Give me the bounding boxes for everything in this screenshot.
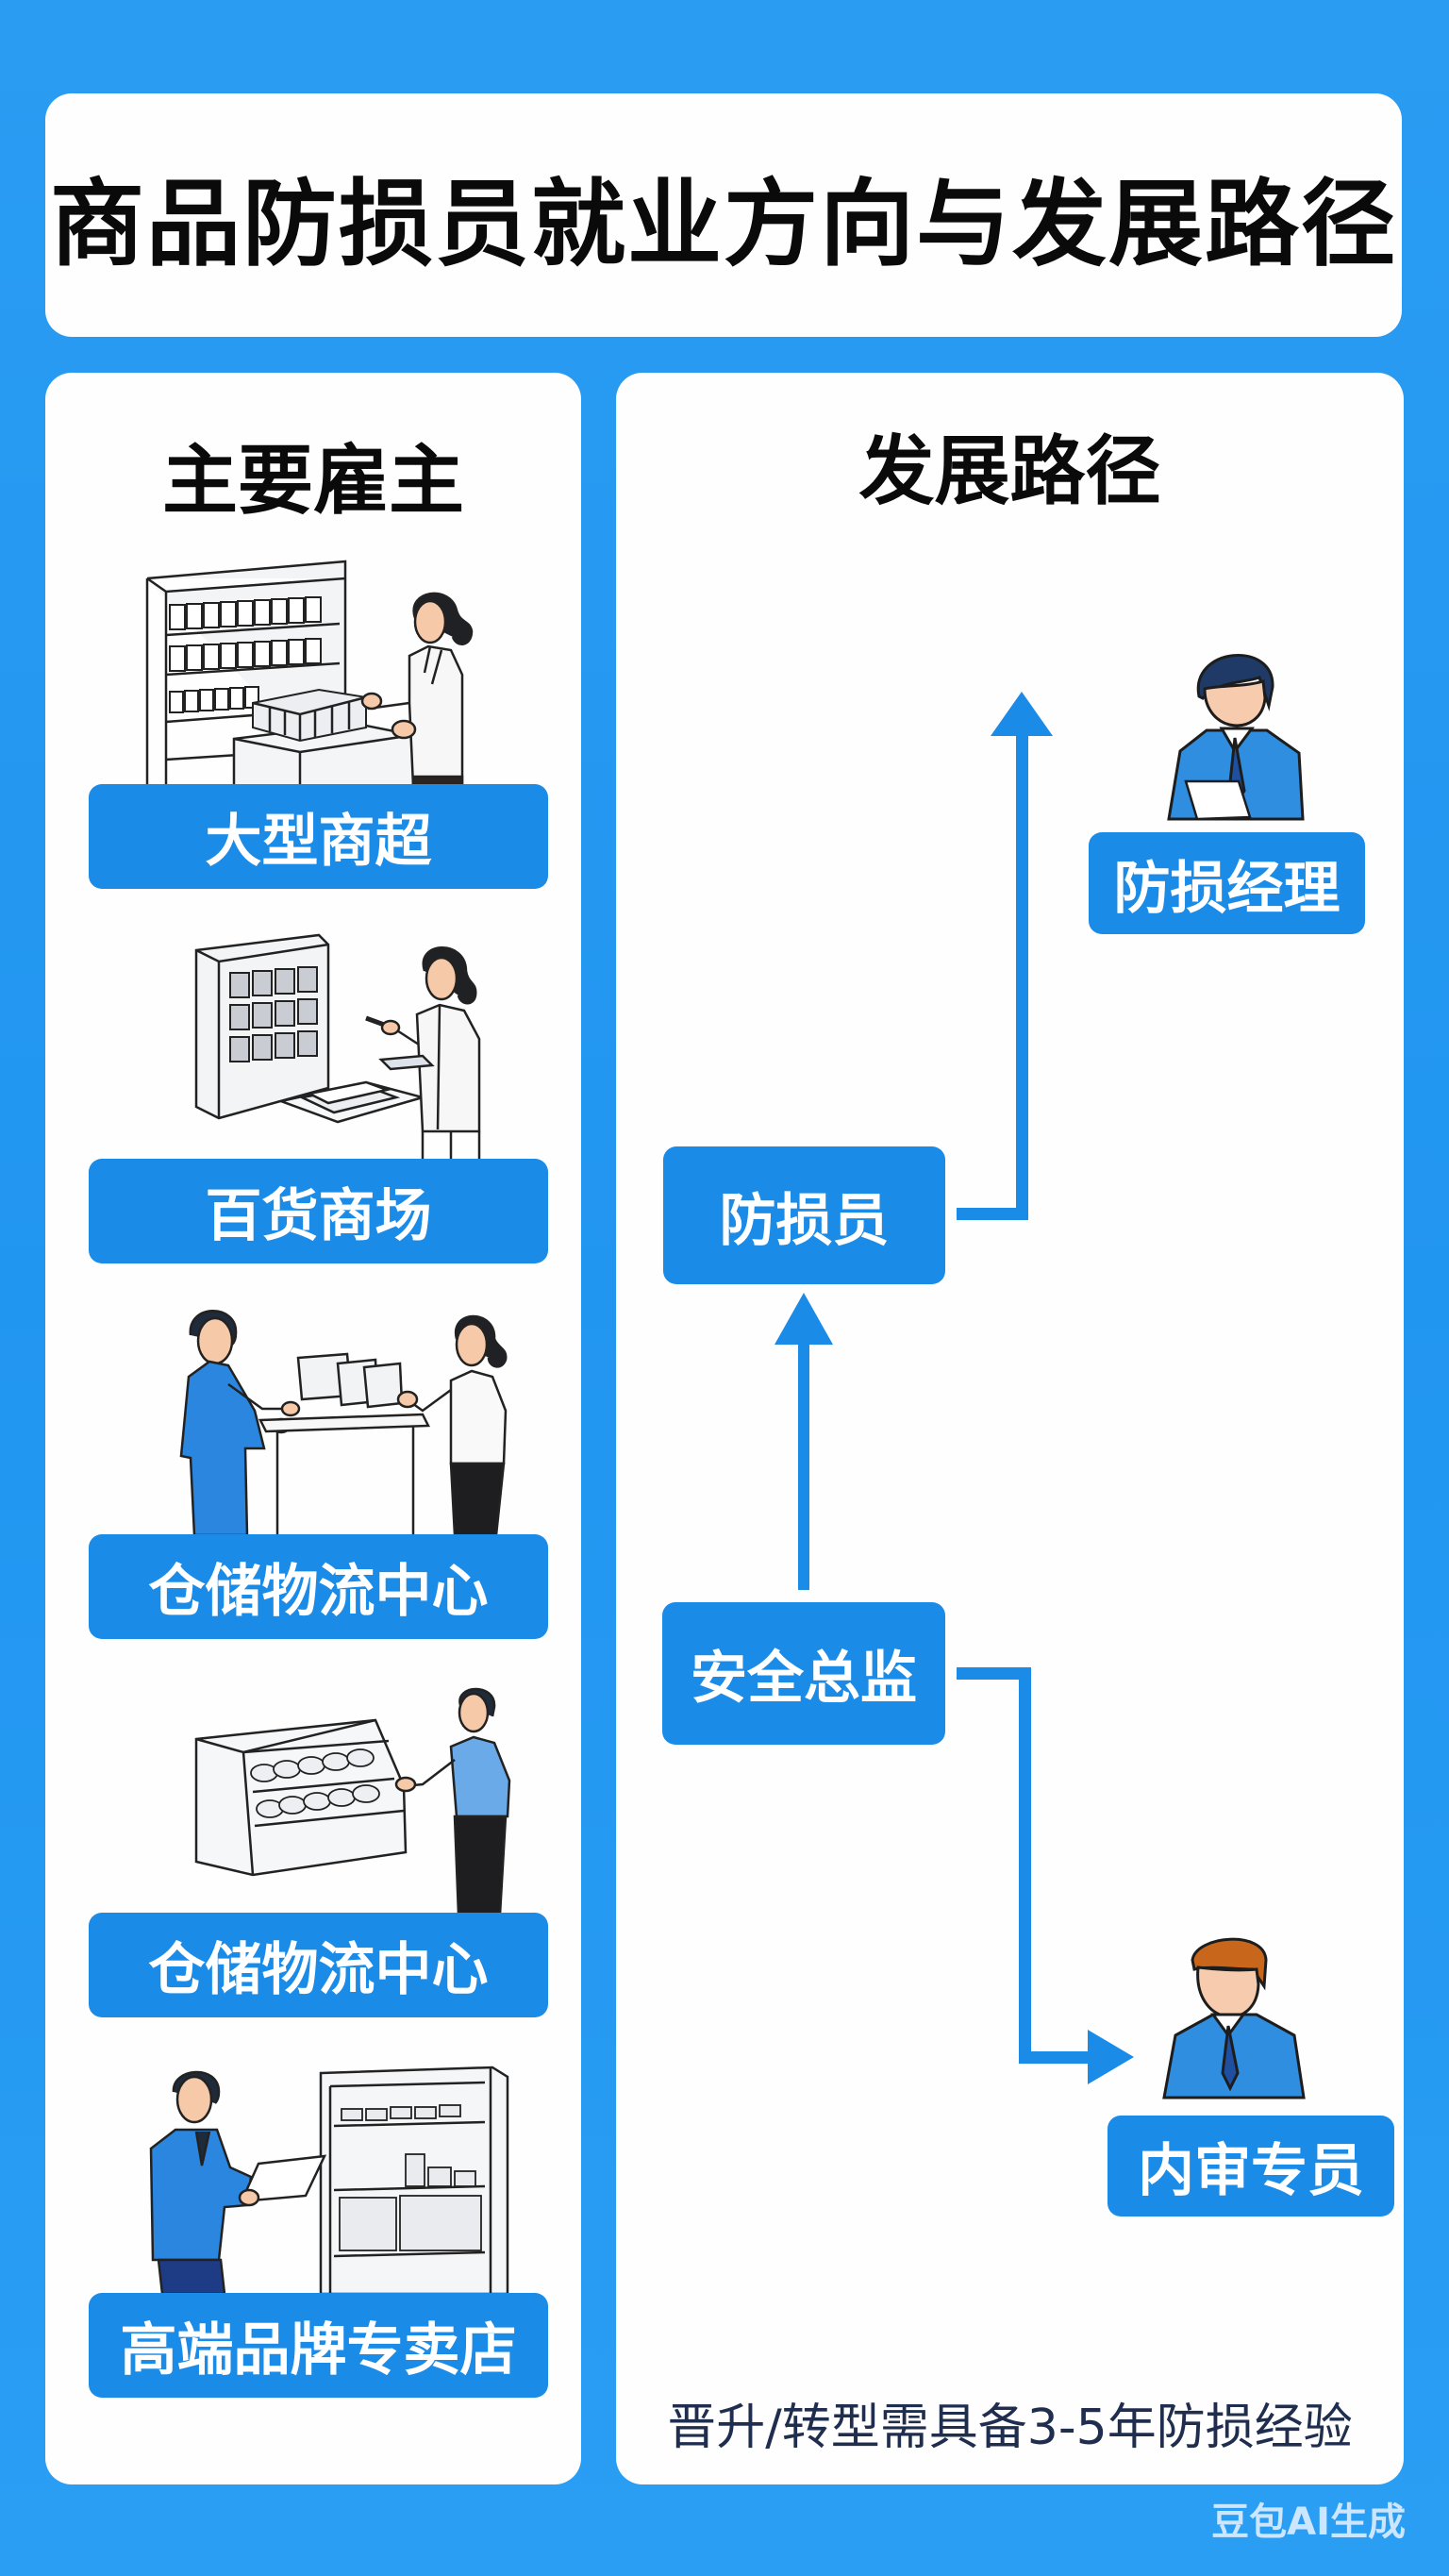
promotion-requirement-note: 晋升/转型需具备3-5年防损经验 bbox=[667, 2400, 1353, 2456]
title-card: 商品防损员就业方向与发展路径 bbox=[45, 93, 1402, 337]
career-path-arrows bbox=[774, 692, 1134, 2084]
employer-label-department-store: 百货商场 bbox=[89, 1159, 548, 1263]
career-node-manager: 防损经理 bbox=[1089, 832, 1365, 934]
employers-panel: 主要雇主 大型商超 bbox=[45, 373, 581, 2484]
connector-director-to-auditor-bottom bbox=[1019, 2051, 1094, 2064]
career-node-officer: 防损员 bbox=[663, 1146, 945, 1284]
warehouse-handover-icon bbox=[140, 1297, 545, 1535]
career-node-director: 安全总监 bbox=[662, 1602, 945, 1745]
employer-label-warehouse-logistics-1: 仓储物流中心 bbox=[89, 1534, 548, 1639]
auditor-avatar-icon bbox=[1158, 1932, 1309, 2099]
employer-label-supermarket: 大型商超 bbox=[89, 784, 548, 889]
arrowhead-to-manager bbox=[991, 692, 1053, 736]
connector-director-to-auditor-horizontal bbox=[957, 1667, 1031, 1680]
supermarket-shelf-staff-icon bbox=[130, 533, 545, 786]
connector-officer-to-manager-horizontal bbox=[957, 1208, 1028, 1220]
ai-generated-watermark: 豆包AI生成 bbox=[1211, 2501, 1406, 2544]
page-title: 商品防损员就业方向与发展路径 bbox=[50, 168, 1397, 279]
department-store-staff-icon bbox=[140, 912, 545, 1160]
employer-label-warehouse-logistics-2: 仓储物流中心 bbox=[89, 1913, 548, 2017]
arrowhead-to-auditor bbox=[1088, 2030, 1134, 2084]
display-counter-staff-icon bbox=[140, 1675, 545, 1915]
employer-label-luxury-brand-store: 高端品牌专卖店 bbox=[89, 2293, 548, 2398]
connector-director-to-auditor-vertical bbox=[1019, 1667, 1031, 2063]
career-node-auditor: 内审专员 bbox=[1108, 2116, 1394, 2216]
connector-director-to-officer-vertical bbox=[798, 1331, 809, 1590]
employers-heading: 主要雇主 bbox=[162, 437, 464, 525]
arrowhead-to-officer bbox=[774, 1293, 833, 1345]
manager-avatar-icon bbox=[1161, 640, 1312, 828]
brand-store-inspector-icon bbox=[140, 2054, 545, 2294]
career-path-heading: 发展路径 bbox=[858, 427, 1161, 515]
career-path-panel: 发展路径 防损经理 防损员 安全总监 bbox=[616, 373, 1404, 2484]
connector-officer-to-manager-vertical bbox=[1016, 736, 1028, 1220]
